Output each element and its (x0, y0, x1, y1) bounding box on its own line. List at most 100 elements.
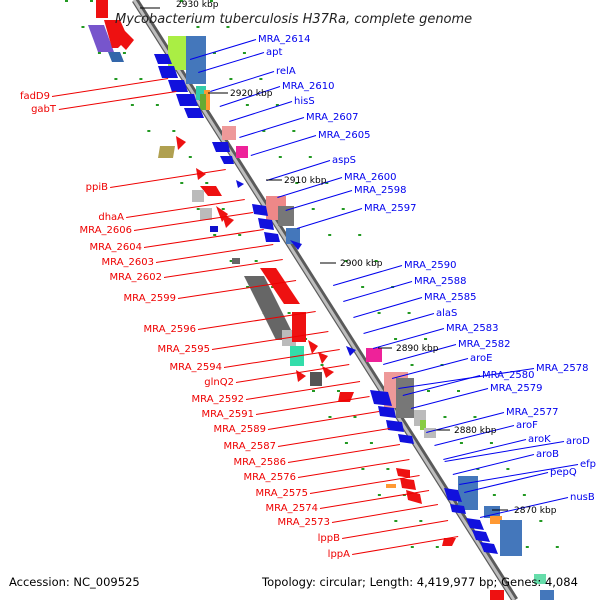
guide-dot (308, 156, 312, 158)
label-connector (110, 169, 226, 188)
gene-label[interactable]: MRA_2597 (364, 203, 416, 214)
label-connector (434, 425, 515, 446)
gene-label[interactable]: MRA_2598 (354, 185, 406, 196)
gene-label[interactable]: MRA_2605 (318, 130, 370, 141)
gene-label[interactable]: gabT (31, 104, 57, 115)
gene-label[interactable]: efp (580, 459, 596, 470)
label-connector (177, 280, 297, 299)
label-connector (229, 101, 293, 122)
gene-label[interactable]: MRA_2582 (458, 339, 510, 350)
guide-dot (271, 286, 275, 288)
label-connector (297, 459, 410, 478)
gene-label[interactable]: aroD (566, 436, 590, 447)
guide-dot (246, 286, 250, 288)
gene-label[interactable]: MRA_2583 (446, 323, 498, 334)
gene-label[interactable]: MRA_2614 (258, 34, 310, 45)
gene-label[interactable]: alaS (436, 308, 457, 319)
gene-label[interactable]: MRA_2603 (102, 257, 154, 268)
gene-label[interactable]: lppA (328, 549, 350, 560)
gene-label[interactable]: MRA_2589 (214, 424, 266, 435)
guide-dot (262, 130, 266, 132)
gene-block (222, 126, 236, 140)
gene-label[interactable]: glnQ2 (204, 377, 234, 388)
gene-label[interactable]: aroB (536, 449, 559, 460)
gene-block (186, 36, 206, 84)
gene-label[interactable]: MRA_2573 (278, 517, 330, 528)
kbp-tick-label: 2900 kbp (340, 259, 383, 269)
gene-arrow (398, 434, 414, 444)
gene-label[interactable]: MRA_2574 (266, 503, 318, 514)
gene-label[interactable]: MRA_2587 (224, 441, 276, 452)
gene-arrow (118, 30, 134, 50)
gene-block (540, 590, 554, 600)
gene-label[interactable]: MRA_2586 (234, 457, 286, 468)
label-connector (51, 78, 169, 97)
gene-label[interactable]: aroF (516, 420, 538, 431)
gene-block (236, 146, 248, 158)
gene-label[interactable]: MRA_2595 (158, 344, 210, 355)
guide-dot (489, 442, 493, 444)
gene-label[interactable]: MRA_2590 (404, 260, 456, 271)
gene-label[interactable]: MRA_2606 (80, 225, 132, 236)
gene-label[interactable]: apt (266, 47, 282, 58)
gene-label[interactable]: MRA_2591 (202, 409, 254, 420)
gene-label[interactable]: aspS (332, 155, 356, 166)
gene-block (366, 348, 382, 362)
gene-label[interactable]: MRA_2580 (482, 370, 534, 381)
gene-block (292, 312, 306, 342)
gene-arrow (176, 136, 186, 150)
label-connector (210, 71, 275, 92)
guide-dot (328, 416, 332, 418)
label-connector (363, 313, 435, 334)
guide-dot (196, 26, 200, 28)
gene-label[interactable]: MRA_2579 (490, 383, 542, 394)
gene-label[interactable]: MRA_2588 (414, 276, 466, 287)
gene-label[interactable]: dhaA (98, 212, 124, 223)
gene-label[interactable]: MRA_2602 (110, 272, 162, 283)
label-connector (391, 358, 469, 379)
gene-label[interactable]: pepQ (550, 467, 577, 478)
label-connector (319, 490, 430, 509)
gene-label[interactable]: MRA_2575 (256, 488, 308, 499)
gene-arrow (442, 538, 456, 546)
gene-label[interactable]: aroE (470, 353, 492, 364)
label-connector (333, 265, 403, 286)
gene-arrow (176, 94, 198, 106)
guide-dot (374, 260, 378, 262)
gene-label[interactable]: MRA_2596 (144, 324, 196, 335)
gene-label[interactable]: nusB (570, 492, 595, 503)
gene-label[interactable]: relA (276, 66, 296, 77)
kbp-tick-label: 2870 kbp (514, 506, 557, 516)
gene-label[interactable]: MRA_2610 (282, 81, 334, 92)
guide-dot (377, 494, 381, 496)
gene-arrow (168, 80, 188, 92)
gene-label[interactable]: MRA_2607 (306, 112, 358, 123)
guide-dot (278, 156, 282, 158)
gene-label[interactable]: lppB (318, 533, 340, 544)
gene-arrow (108, 52, 124, 62)
gene-label[interactable]: MRA_2600 (344, 172, 396, 183)
guide-dot (410, 364, 414, 366)
gene-label[interactable]: hisS (294, 96, 315, 107)
gene-arrow (290, 240, 302, 250)
kbp-tick-label: 2910 kbp (284, 176, 327, 186)
gene-label[interactable]: MRA_2576 (244, 472, 296, 483)
gene-label[interactable]: ppiB (86, 182, 108, 193)
feature-glyphs (88, 0, 554, 600)
gene-label[interactable]: MRA_2594 (170, 362, 222, 373)
gene-label[interactable]: MRA_2585 (424, 292, 476, 303)
guide-dot (196, 208, 200, 210)
gene-arrow (158, 146, 175, 158)
gene-label[interactable]: MRA_2577 (506, 407, 558, 418)
gene-label[interactable]: MRA_2604 (90, 242, 142, 253)
label-connector (239, 117, 305, 138)
gene-label[interactable]: MRA_2599 (124, 293, 176, 304)
label-connector (342, 520, 449, 539)
gene-label[interactable]: fadD9 (20, 91, 50, 102)
gene-label[interactable]: MRA_2592 (192, 394, 244, 405)
gene-label[interactable]: aroK (528, 434, 551, 445)
gene-arrow (196, 168, 206, 180)
gene-label[interactable]: MRA_2578 (536, 363, 588, 374)
guide-dot (443, 416, 447, 418)
gene-arrow (260, 268, 300, 304)
